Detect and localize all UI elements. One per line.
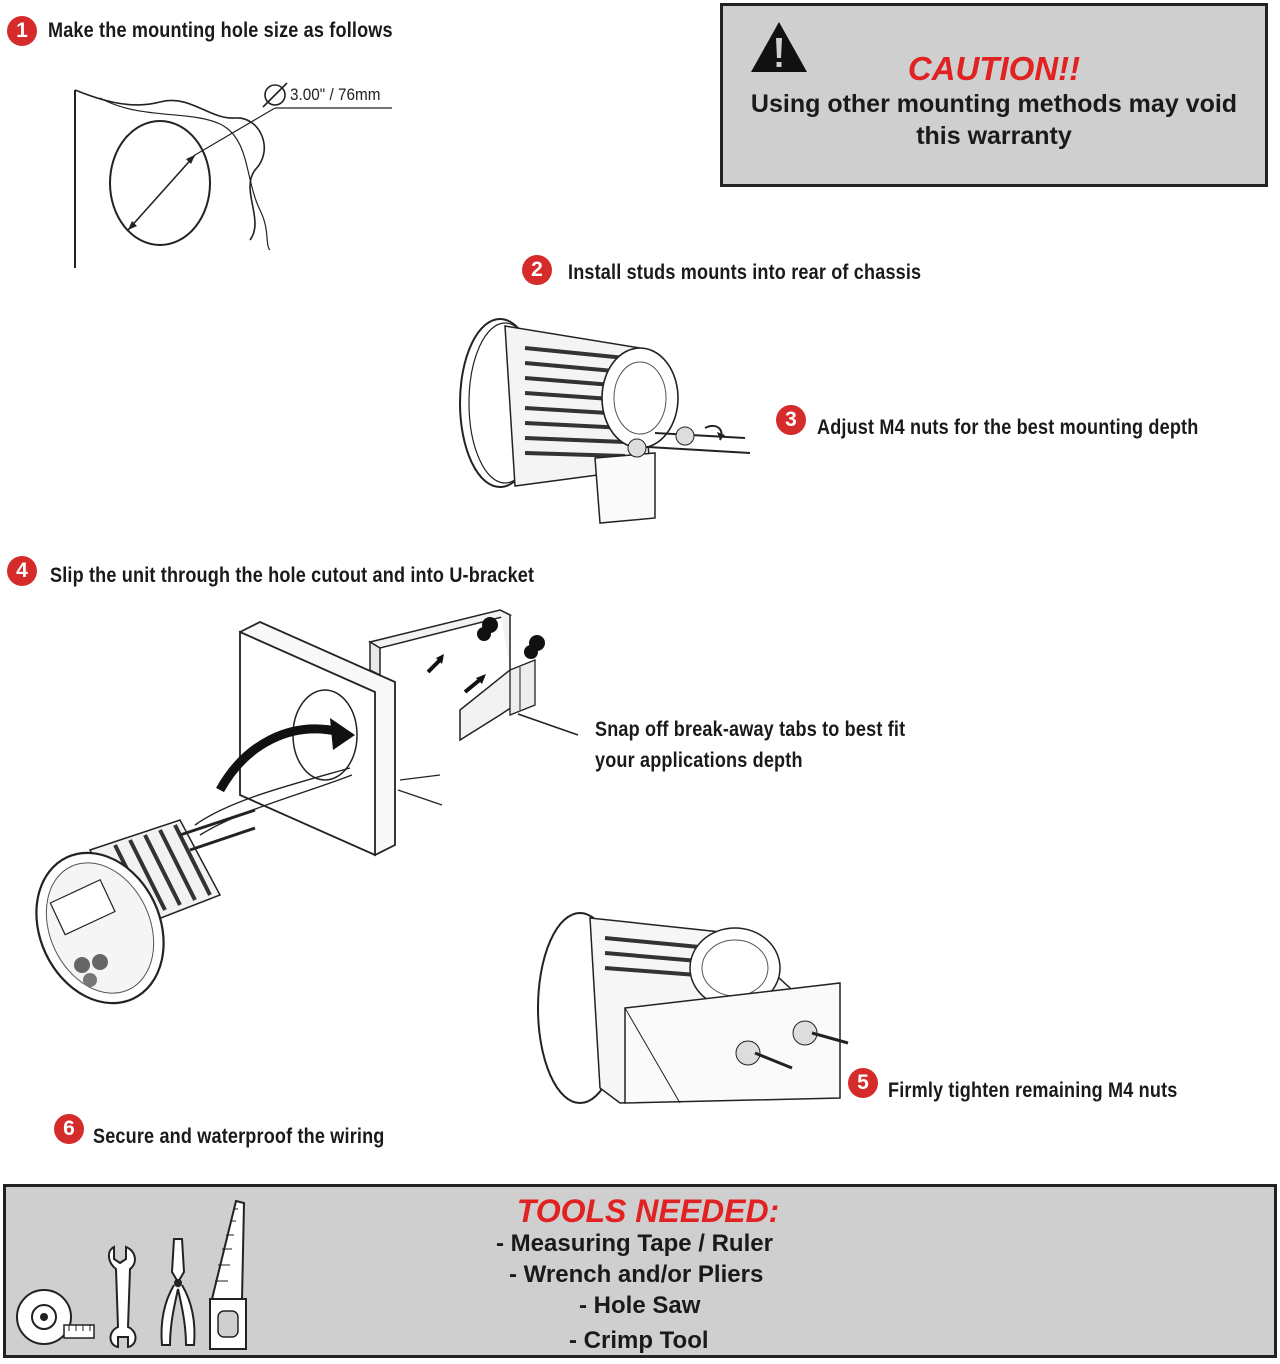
tape-measure-icon	[16, 1289, 95, 1345]
caution-line-1: Using other mounting methods may void	[750, 90, 1238, 118]
pliers-icon	[160, 1238, 196, 1346]
step-6-badge: 6	[54, 1114, 84, 1144]
bracket-install-illustration	[35, 609, 579, 1005]
step-5-badge: 5	[848, 1068, 878, 1098]
mounting-hole-diagram	[74, 82, 392, 268]
step-3-text: Adjust M4 nuts for the best mounting dep…	[817, 416, 1199, 439]
caution-line-2: this warranty	[916, 122, 1072, 150]
gauge-rear-illustration	[459, 318, 751, 524]
tools-title: TOOLS NEEDED:	[516, 1193, 780, 1229]
step-1-text: Make the mounting hole size as follows	[48, 19, 393, 42]
step-2-badge: 2	[522, 255, 552, 285]
step-4-text: Slip the unit through the hole cutout an…	[50, 564, 535, 587]
warning-triangle-icon	[751, 22, 807, 72]
wrench-icon	[108, 1245, 137, 1349]
step-4-badge: 4	[7, 556, 37, 586]
step-5-text: Firmly tighten remaining M4 nuts	[888, 1079, 1178, 1102]
snap-note-line-2: your applications depth	[595, 749, 803, 772]
tool-item-2: - Wrench and/or Pliers	[509, 1261, 764, 1288]
step-2-text: Install studs mounts into rear of chassi…	[568, 261, 922, 284]
gauge-final-illustration	[537, 912, 849, 1104]
snap-note-line-1: Snap off break-away tabs to best fit	[595, 718, 906, 741]
saw-icon	[209, 1199, 247, 1350]
caution-title: CAUTION!!	[907, 50, 1081, 87]
tool-item-1: - Measuring Tape / Ruler	[496, 1230, 773, 1257]
step-3-badge: 3	[776, 405, 806, 435]
tool-item-3: - Hole Saw	[579, 1292, 701, 1319]
hole-dimension-label: 3.00" / 76mm	[290, 85, 381, 104]
step-6-text: Secure and waterproof the wiring	[93, 1125, 385, 1148]
step-1-badge: 1	[7, 16, 37, 46]
tools-needed-box: TOOLS NEEDED: - Measuring Tape / Ruler -…	[3, 1184, 1277, 1358]
caution-box: CAUTION!! Using other mounting methods m…	[720, 3, 1268, 187]
tool-item-4: - Crimp Tool	[569, 1327, 709, 1354]
